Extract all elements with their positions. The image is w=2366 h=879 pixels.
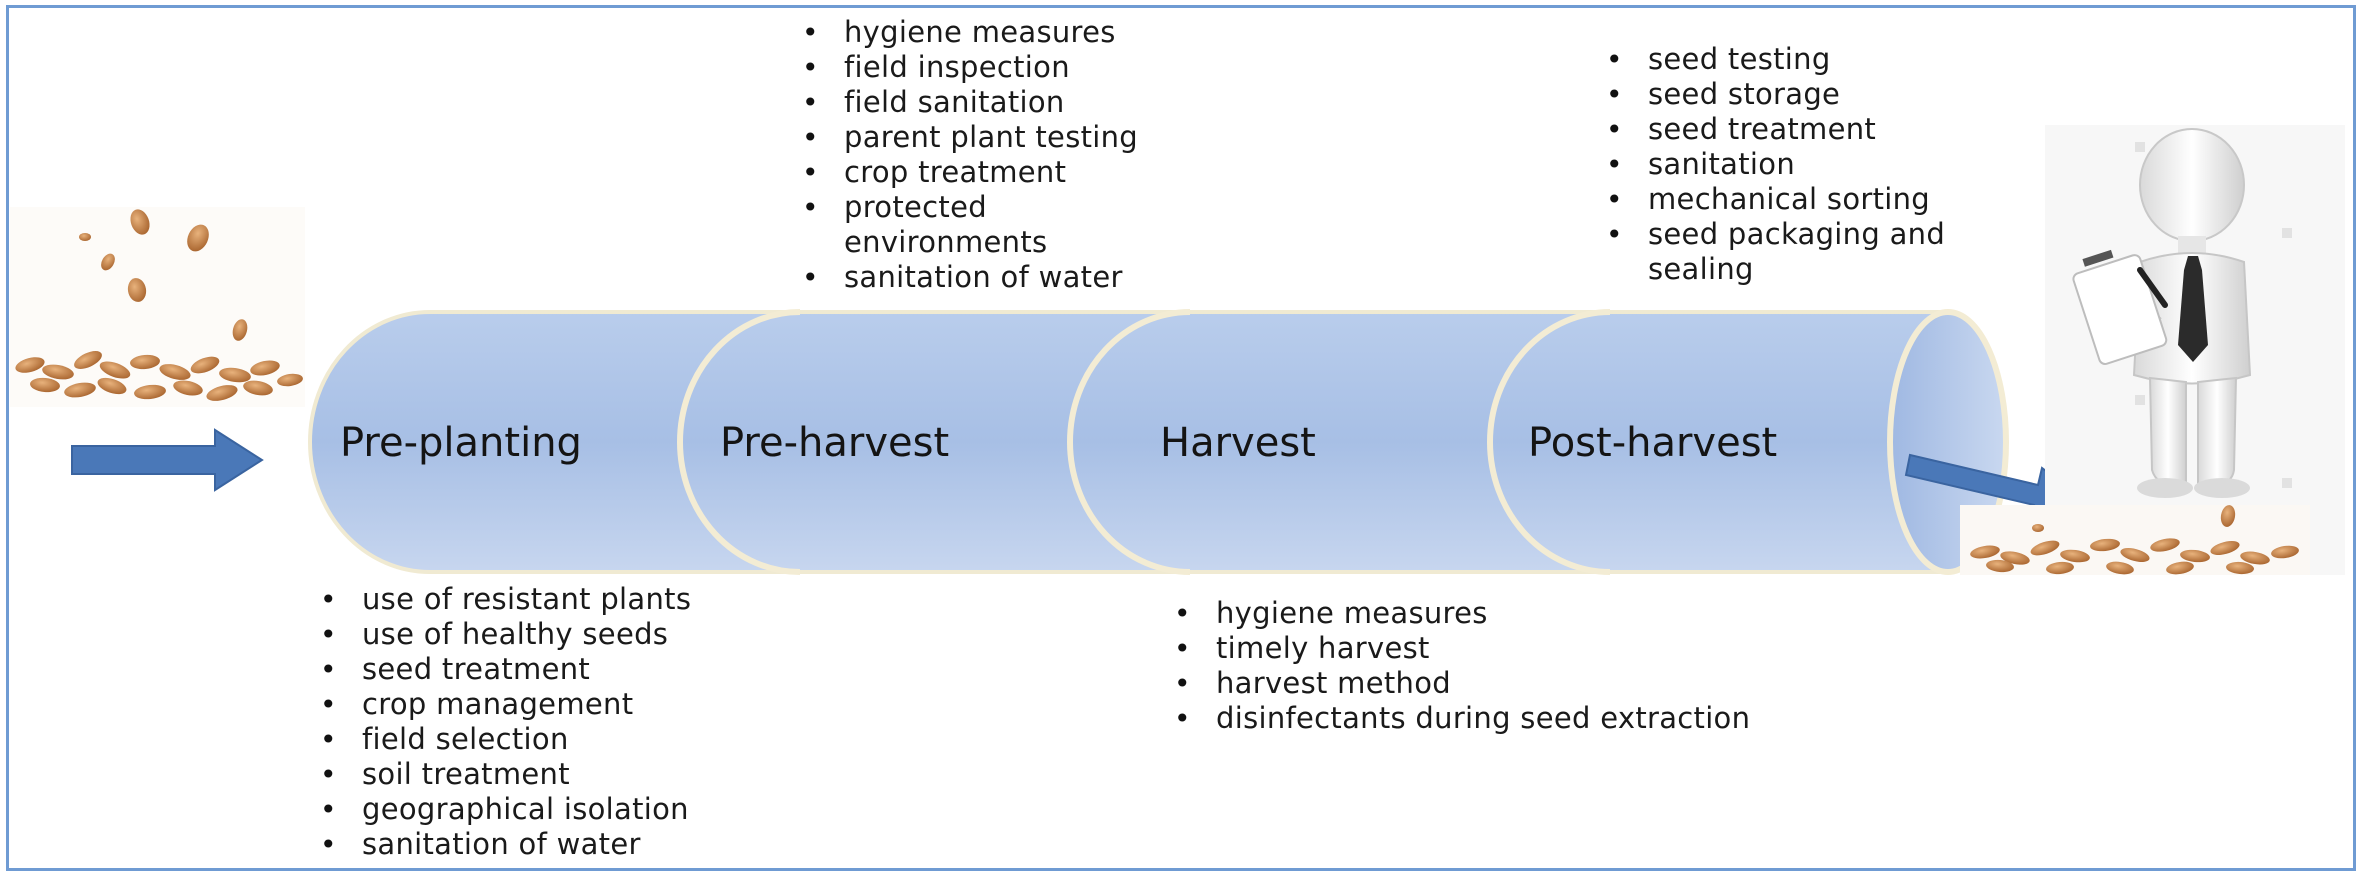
list-item: crop treatment [800,155,1240,190]
list-item: seed storage [1604,77,2044,112]
list-item: crop management [318,687,838,722]
list-item: protected environments [800,190,1084,260]
list-item: sanitation of water [800,260,1240,295]
list-item: sanitation of water [318,827,838,862]
list-item: disinfectants during seed extraction [1172,701,1932,736]
list-item: hygiene measures [1172,596,1932,631]
list-item: soil treatment [318,757,838,792]
list-item: seed packaging and sealing [1604,217,2038,287]
stage-label-pre-harvest: Pre-harvest [720,420,950,466]
stage-label-post-harvest: Post-harvest [1528,420,1778,466]
figure-frame [6,5,2356,871]
arrow-right-icon [71,428,264,492]
list-item: sanitation [1604,147,2044,182]
list-item: field sanitation [800,85,1240,120]
seeds-image [10,207,305,407]
list-item: seed testing [1604,42,2044,77]
list-item: timely harvest [1172,631,1932,666]
list-item: parent plant testing [800,120,1240,155]
list-item: geographical isolation [318,792,838,827]
list-item: field inspection [800,50,1240,85]
stage-label-harvest: Harvest [1160,420,1316,466]
pre-planting-measures-list: use of resistant plants use of healthy s… [318,582,838,862]
seed-pile-right [1960,505,2310,575]
list-item: seed treatment [1604,112,2044,147]
inspector-figure-image [2045,125,2345,575]
seed-pile-left [15,351,303,401]
list-item: seed treatment [318,652,838,687]
list-item: mechanical sorting [1604,182,2044,217]
stage-label-pre-planting: Pre-planting [340,420,582,466]
list-item: use of resistant plants [318,582,838,617]
list-item: harvest method [1172,666,1932,701]
post-harvest-measures-list: seed testing seed storage seed treatment… [1604,42,2044,287]
harvest-measures-list: hygiene measures timely harvest harvest … [1172,596,1932,736]
list-item: use of healthy seeds [318,617,838,652]
list-item: hygiene measures [800,15,1240,50]
list-item: field selection [318,722,838,757]
pre-harvest-measures-list: hygiene measures field inspection field … [800,15,1240,295]
